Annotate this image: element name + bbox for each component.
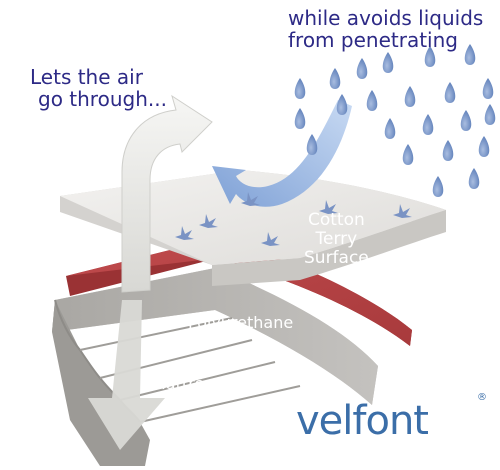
surface-splashes (175, 192, 412, 246)
cotton-label-line-1: Cotton (307, 210, 365, 230)
air-arrow-up (121, 94, 213, 293)
raindrop-icon (329, 68, 341, 89)
splash-icon (175, 226, 194, 240)
air-caption: Lets the air go through... (30, 66, 167, 111)
cotton-terry-layer (60, 170, 446, 286)
polyurethane-layer (66, 238, 412, 346)
velfont-logo: velfont (296, 398, 429, 444)
cotton-label-line-3: Surface (304, 248, 369, 269)
raindrop-icon (424, 46, 436, 67)
raindrop-icon (356, 58, 368, 79)
raindrop-icon (422, 114, 434, 135)
cotton-terry-surface-label: Cotton Terry Surface (304, 210, 369, 269)
air-caption-line-1: Lets the air (30, 65, 143, 89)
raindrop-icon (484, 104, 496, 125)
air-caption-line-2: go through... (38, 87, 167, 112)
splash-icon (319, 200, 338, 214)
cotton-label-line-2: Terry (315, 229, 358, 250)
raindrop-icon (306, 134, 318, 155)
raindrop-icon (294, 78, 306, 99)
raindrop-icon (442, 140, 454, 161)
raindrop-icon (384, 118, 396, 139)
raindrop-icon (404, 86, 416, 107)
raindrop-icon (444, 82, 456, 103)
raindrop-icon (294, 108, 306, 129)
liquid-caption: while avoids liquids from penetrating (288, 7, 483, 52)
splash-icon (199, 214, 218, 228)
raindrop-icon (468, 168, 480, 189)
mattress-label: Mattress (152, 374, 221, 393)
air-arrow-down (88, 300, 165, 450)
splash-icon (241, 192, 260, 206)
raindrop-icon (478, 136, 490, 157)
liquid-caption-line-2: from penetrating (288, 28, 458, 53)
raindrop-icon (432, 176, 444, 197)
raindrop-icon (402, 144, 414, 165)
polyurethane-label: Polyurethane (188, 313, 294, 332)
splash-icon (393, 204, 412, 218)
raindrop-icon (336, 94, 348, 115)
raindrop-icon (366, 90, 378, 111)
registered-mark: ® (477, 392, 487, 403)
raindrop-icon (460, 110, 472, 131)
liquid-caption-line-1: while avoids liquids (288, 6, 484, 30)
raindrops (294, 44, 496, 197)
raindrop-icon (482, 78, 494, 99)
raindrop-icon (464, 44, 476, 65)
splash-icon (261, 232, 280, 246)
raindrop-icon (382, 52, 394, 73)
